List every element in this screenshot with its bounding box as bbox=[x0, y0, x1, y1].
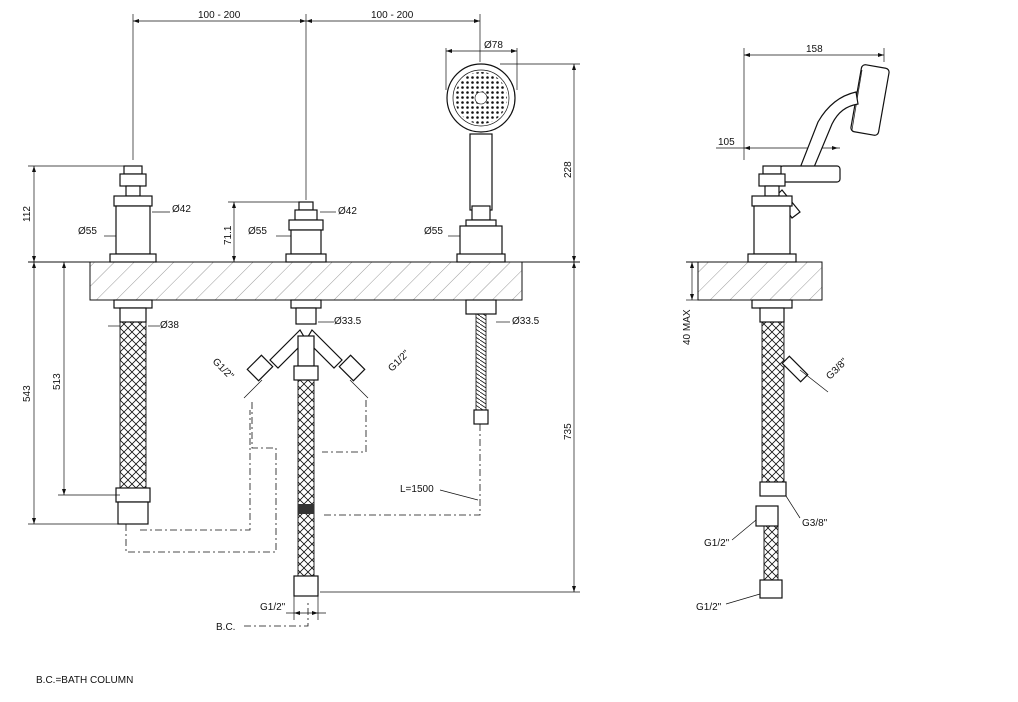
dim-dia-55-center: Ø55 bbox=[248, 226, 267, 237]
dim-height-228: 228 bbox=[563, 161, 574, 178]
left-valve bbox=[109, 165, 157, 323]
dim-width-158: 158 bbox=[806, 44, 823, 55]
dim-dia-42-left: Ø42 bbox=[172, 204, 191, 215]
side-view: 158 105 40 MAX bbox=[682, 44, 890, 613]
supply-route-left bbox=[125, 400, 277, 553]
dim-handshower-dia: Ø78 bbox=[484, 40, 503, 51]
supply-route-right bbox=[140, 410, 251, 531]
legend-text: B.C.=BATH COLUMN bbox=[36, 675, 133, 686]
dim-max-40: 40 MAX bbox=[682, 309, 693, 345]
dim-g38-top: G3/8" bbox=[824, 356, 850, 382]
dim-width-105: 105 bbox=[718, 137, 735, 148]
handshower-handle bbox=[469, 133, 493, 211]
center-valve bbox=[285, 201, 327, 325]
dim-height-543: 543 bbox=[22, 385, 33, 402]
supply-route-mid bbox=[322, 400, 367, 453]
deck-section bbox=[89, 261, 523, 301]
dim-g12-bottom: G1/2" bbox=[260, 602, 286, 613]
dim-dia-33-center: Ø33.5 bbox=[334, 316, 362, 327]
dim-height-513: 513 bbox=[52, 373, 63, 390]
side-braided-hose bbox=[761, 321, 785, 483]
center-diverter bbox=[243, 329, 369, 399]
center-braided-hose bbox=[297, 379, 315, 577]
dim-g12-upper: G1/2" bbox=[704, 538, 730, 549]
side-valve bbox=[747, 165, 797, 323]
left-braided-hose bbox=[119, 321, 147, 493]
handshower-holder bbox=[459, 225, 503, 257]
dim-dia-33-right: Ø33.5 bbox=[512, 316, 540, 327]
dim-spacing-left: 100 - 200 bbox=[198, 10, 241, 21]
dim-hose-length: L=1500 bbox=[400, 484, 434, 495]
front-view: 100 - 200 100 - 200 Ø78 228 735 bbox=[22, 10, 580, 633]
supply-route-hose bbox=[322, 424, 481, 516]
dim-spacing-right: 100 - 200 bbox=[371, 10, 414, 21]
side-diverter-outlet bbox=[781, 355, 809, 383]
dim-g12-left: G1/2" bbox=[210, 356, 236, 382]
side-handshower bbox=[775, 64, 890, 219]
dim-dia-55-right: Ø55 bbox=[424, 226, 443, 237]
dim-dia-55-left: Ø55 bbox=[78, 226, 97, 237]
dim-dia-38: Ø38 bbox=[160, 320, 179, 331]
dim-height-735: 735 bbox=[563, 423, 574, 440]
dim-height-71: 71.1 bbox=[223, 225, 234, 245]
dim-g12-lower: G1/2" bbox=[696, 602, 722, 613]
dim-g12-right: G1/2" bbox=[386, 348, 412, 374]
dim-g38-bottom: G3/8" bbox=[802, 518, 828, 529]
side-deck-section bbox=[697, 261, 823, 301]
label-bc: B.C. bbox=[216, 622, 235, 633]
dim-height-112: 112 bbox=[22, 206, 33, 222]
handshower-hose bbox=[475, 313, 487, 425]
dim-dia-42-center: Ø42 bbox=[338, 206, 357, 217]
